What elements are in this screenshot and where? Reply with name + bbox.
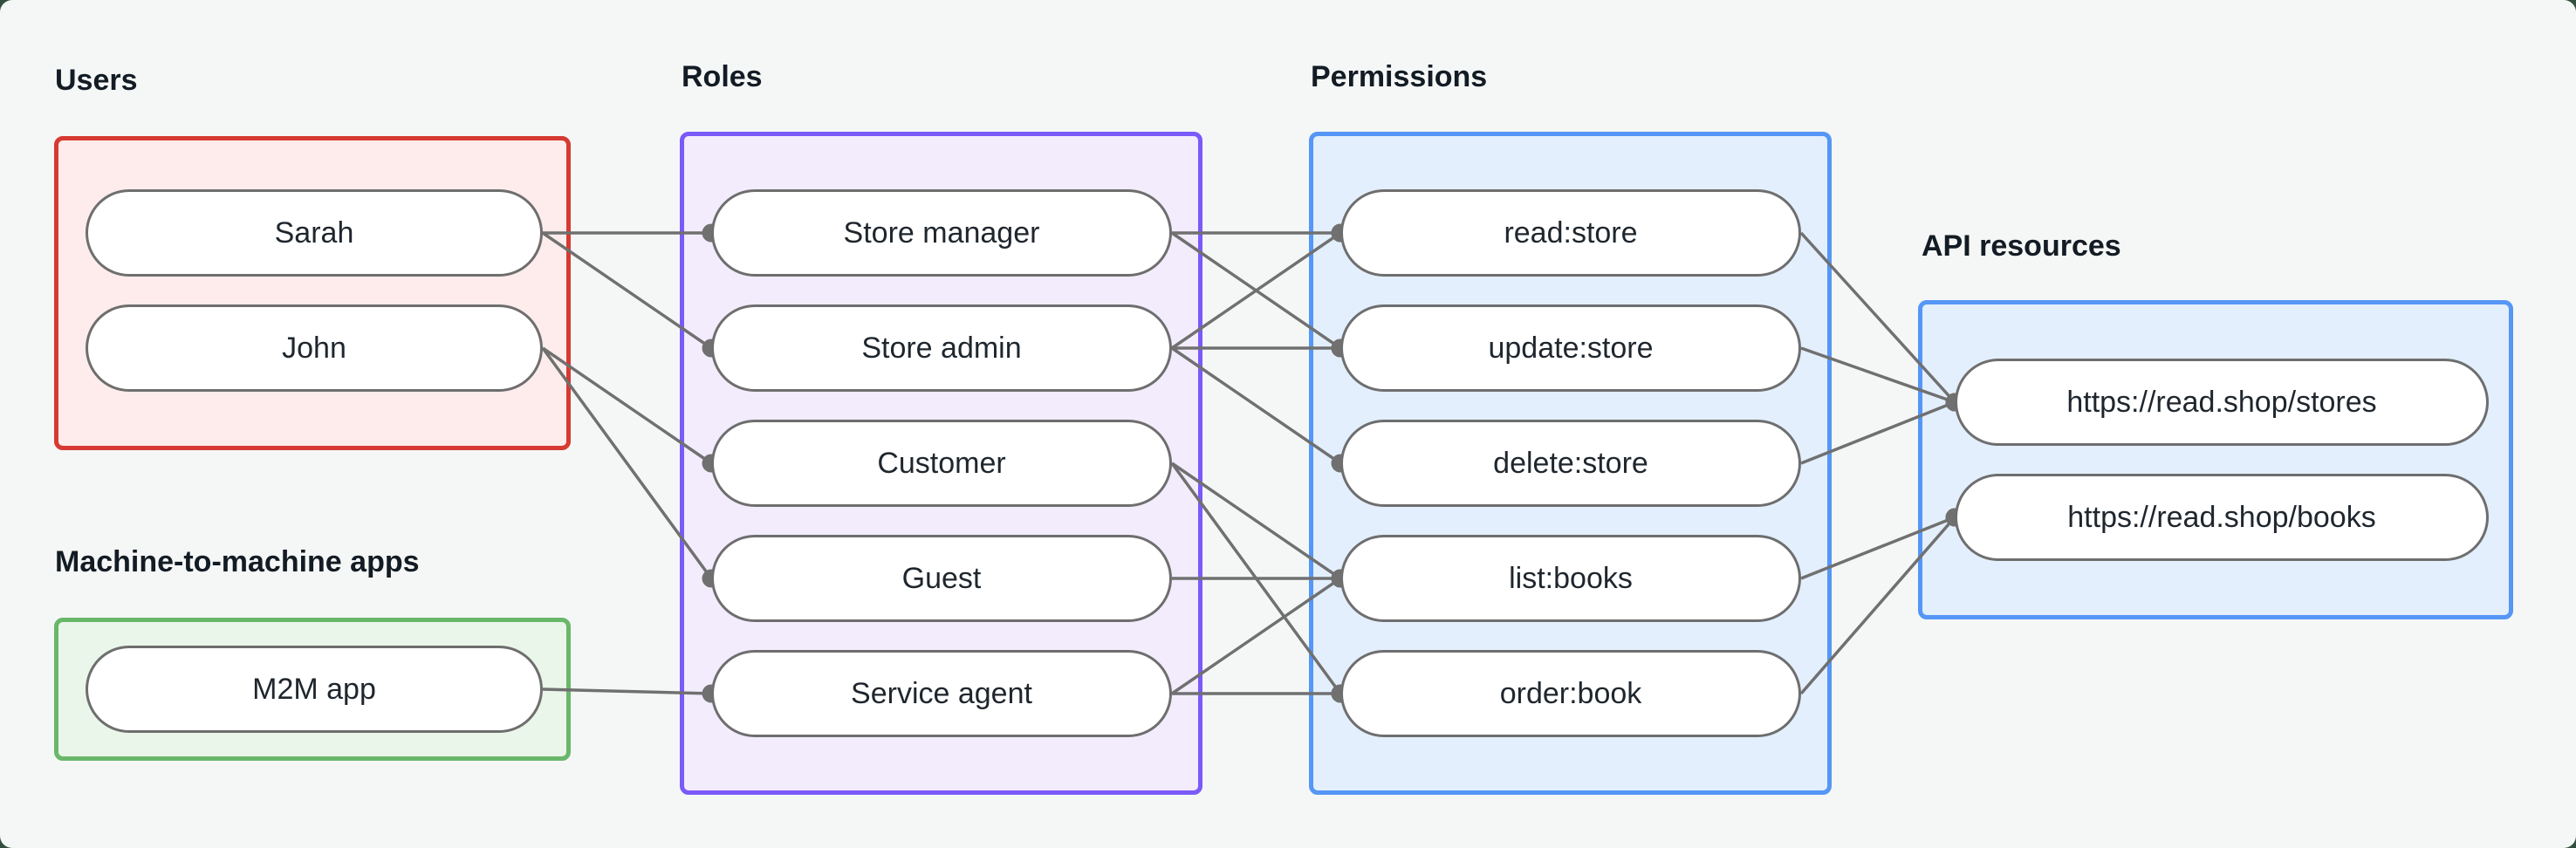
roles-section-label: Roles <box>682 60 763 93</box>
node-store-admin: Store admin <box>711 304 1172 392</box>
node-sarah: Sarah <box>86 189 543 277</box>
node-store-manager: Store manager <box>711 189 1172 277</box>
node-read-store: read:store <box>1340 189 1801 277</box>
node-guest: Guest <box>711 535 1172 622</box>
node-delete-store: delete:store <box>1340 420 1801 507</box>
node-order-book: order:book <box>1340 650 1801 737</box>
node-list-books: list:books <box>1340 535 1801 622</box>
node-service-agent: Service agent <box>711 650 1172 737</box>
permissions-section-label: Permissions <box>1311 60 1488 93</box>
node-customer: Customer <box>711 420 1172 507</box>
api-resources-section-label: API resources <box>1922 229 2121 263</box>
node-stores-api: https://read.shop/stores <box>1955 359 2489 446</box>
node-m2m-app: M2M app <box>86 646 543 733</box>
m2m-section-label: Machine-to-machine apps <box>55 545 420 578</box>
node-books-api: https://read.shop/books <box>1955 474 2489 561</box>
users-section-label: Users <box>55 64 138 97</box>
api-resources-group-box <box>1918 300 2513 619</box>
users-group-box <box>54 136 571 450</box>
node-update-store: update:store <box>1340 304 1801 392</box>
node-john: John <box>86 304 543 392</box>
